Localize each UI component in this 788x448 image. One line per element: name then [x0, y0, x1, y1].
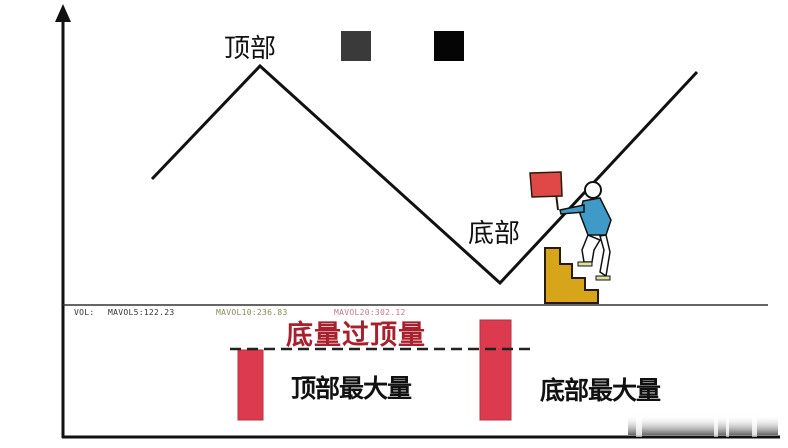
y-axis-arrow-icon — [55, 4, 71, 22]
watermark — [628, 413, 778, 437]
legend-swatch-dark-gray — [341, 31, 371, 61]
volume-bar-bottom — [479, 319, 512, 421]
headline-bottom-volume-exceeds-top: 底量过顶量 — [286, 320, 426, 351]
vol-label: VOL: — [74, 308, 95, 317]
bottom-max-volume-label: 底部最大量 — [540, 376, 661, 405]
climber-icon — [529, 171, 612, 281]
mavol10-value: MAVOL10:236.83 — [216, 308, 288, 317]
legend-swatch-black — [434, 31, 464, 61]
mavol20-value: MAVOL20:302.12 — [334, 308, 406, 317]
mavol5-value: MAVOL5:122.23 — [108, 308, 175, 317]
price-line — [150, 63, 699, 286]
peak-label: 顶部 — [224, 34, 277, 64]
stairs-icon — [544, 247, 599, 304]
volume-bar-top — [237, 349, 264, 421]
top-max-volume-label: 顶部最大量 — [291, 374, 412, 403]
trough-label: 底部 — [468, 219, 521, 249]
